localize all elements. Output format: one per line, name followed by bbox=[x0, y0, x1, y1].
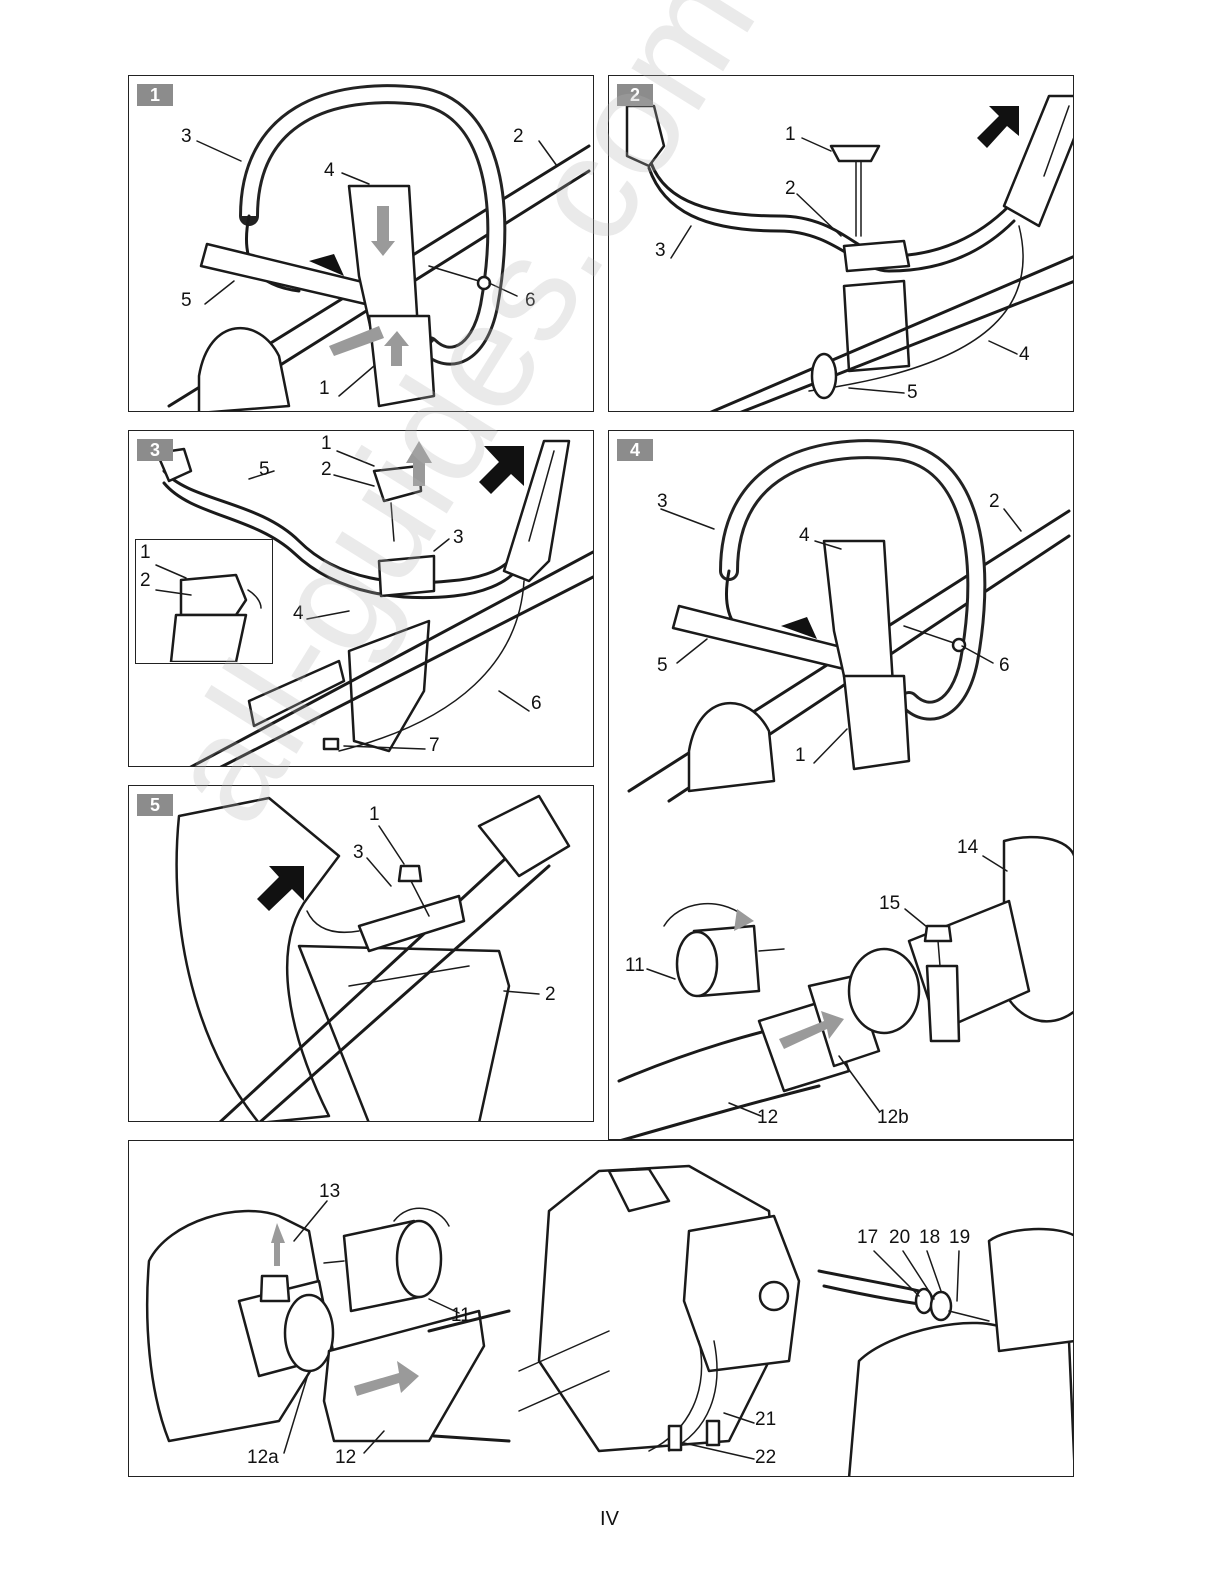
callout-7: 7 bbox=[429, 735, 440, 757]
callout-5: 5 bbox=[907, 382, 918, 404]
inset-callout-2: 2 bbox=[140, 570, 151, 592]
figure-5-drawing bbox=[129, 786, 594, 1122]
callout-6: 6 bbox=[531, 693, 542, 715]
callout-4: 4 bbox=[293, 603, 304, 625]
callout-11: 11 bbox=[451, 1305, 471, 1327]
callout-5: 5 bbox=[181, 290, 192, 312]
callout-1: 1 bbox=[319, 378, 330, 400]
figure-4-drawing bbox=[609, 431, 1074, 1140]
callout-5: 5 bbox=[259, 459, 270, 481]
callout-15: 15 bbox=[879, 893, 900, 915]
figure-4: 4 bbox=[608, 430, 1074, 1140]
callout-20: 20 bbox=[889, 1227, 910, 1249]
callout-2: 2 bbox=[513, 126, 524, 148]
callout-19: 19 bbox=[949, 1227, 970, 1249]
callout-5: 5 bbox=[657, 655, 668, 677]
callout-3: 3 bbox=[353, 842, 364, 864]
figure-3: 3 bbox=[128, 430, 594, 767]
callout-21: 21 bbox=[755, 1409, 776, 1431]
callout-12a: 12a bbox=[247, 1447, 279, 1469]
figure-1-badge: 1 bbox=[137, 84, 173, 106]
figure-bottom-drawing bbox=[129, 1141, 1074, 1477]
callout-2: 2 bbox=[545, 984, 556, 1006]
callout-1: 1 bbox=[369, 804, 380, 826]
figure-2: 2 1 2 3 4 5 bbox=[608, 75, 1074, 412]
callout-13: 13 bbox=[319, 1181, 340, 1203]
callout-2: 2 bbox=[785, 178, 796, 200]
callout-3: 3 bbox=[655, 240, 666, 262]
callout-2: 2 bbox=[321, 459, 332, 481]
figure-2-badge: 2 bbox=[617, 84, 653, 106]
figure-4-badge: 4 bbox=[617, 439, 653, 461]
callout-1: 1 bbox=[785, 124, 796, 146]
callout-17: 17 bbox=[857, 1227, 878, 1249]
callout-12b: 12b bbox=[877, 1107, 909, 1129]
callout-12: 12 bbox=[335, 1447, 356, 1469]
callout-22: 22 bbox=[755, 1447, 776, 1469]
callout-11: 11 bbox=[625, 955, 645, 977]
figure-2-drawing bbox=[609, 76, 1074, 412]
callout-6: 6 bbox=[999, 655, 1010, 677]
callout-4: 4 bbox=[799, 525, 810, 547]
callout-4: 4 bbox=[1019, 344, 1030, 366]
callout-18: 18 bbox=[919, 1227, 940, 1249]
figure-3-inset: 1 2 bbox=[135, 539, 273, 664]
callout-4: 4 bbox=[324, 160, 335, 182]
callout-6: 6 bbox=[525, 290, 536, 312]
page-number: IV bbox=[0, 1508, 1219, 1531]
callout-3: 3 bbox=[657, 491, 668, 513]
callout-3: 3 bbox=[181, 126, 192, 148]
figure-5-badge: 5 bbox=[137, 794, 173, 816]
callout-12: 12 bbox=[757, 1107, 778, 1129]
figure-3-badge: 3 bbox=[137, 439, 173, 461]
callout-1: 1 bbox=[321, 433, 332, 455]
callout-3: 3 bbox=[453, 527, 464, 549]
figure-1: 1 3 2 4 5 6 1 bbox=[128, 75, 594, 412]
figure-5: 5 1 3 2 bbox=[128, 785, 594, 1122]
callout-2: 2 bbox=[989, 491, 1000, 513]
figure-3-inset-drawing bbox=[136, 540, 271, 662]
figure-1-drawing bbox=[129, 76, 594, 412]
callout-1: 1 bbox=[795, 745, 806, 767]
inset-callout-1: 1 bbox=[140, 542, 151, 564]
callout-14: 14 bbox=[957, 837, 978, 859]
figure-bottom: 13 11 12a 12 21 22 17 20 18 19 bbox=[128, 1140, 1074, 1477]
